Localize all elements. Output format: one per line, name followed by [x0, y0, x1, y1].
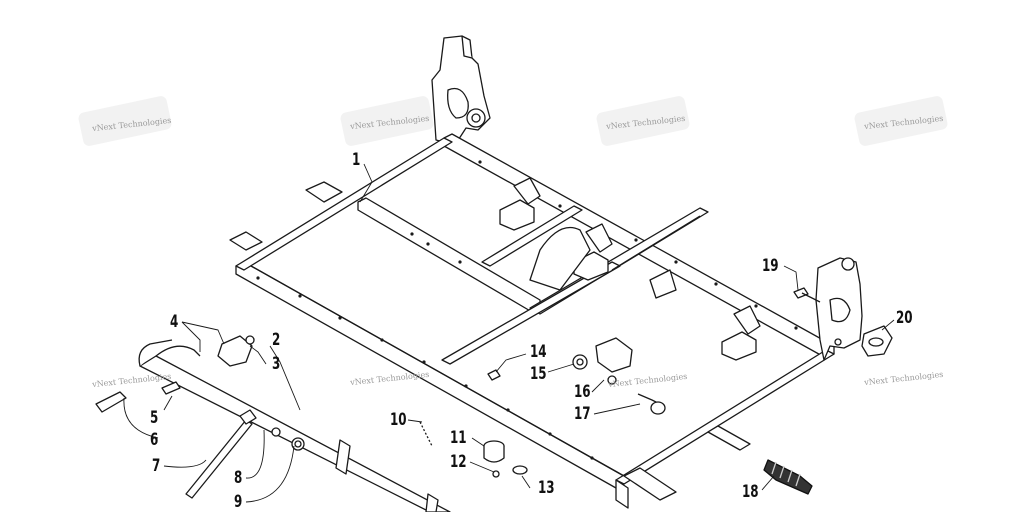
callout-17: 17: [574, 404, 591, 424]
part-10-spring: [419, 421, 433, 447]
part-2-rod: [138, 339, 451, 512]
callout-18: 18: [742, 482, 759, 502]
callout-9: 9: [234, 492, 243, 512]
part-14-15: [487, 354, 588, 381]
watermark-shadows: [78, 96, 948, 146]
main-frame: [229, 133, 835, 509]
callout-2: 2: [272, 330, 281, 350]
callout-10: 10: [390, 410, 407, 430]
part-17-bolt: [637, 393, 666, 415]
part-18-footpeg: [763, 459, 813, 495]
rear-upright-bracket: [431, 35, 491, 146]
part-11-12-13: [483, 440, 528, 478]
callout-15: 15: [530, 364, 547, 384]
callout-7: 7: [152, 456, 161, 476]
parts-3-6: [95, 335, 255, 413]
callout-16: 16: [574, 382, 591, 402]
part-7-strut: [185, 409, 257, 499]
callout-14: 14: [530, 342, 547, 362]
callout-5: 5: [150, 408, 159, 428]
callout-8: 8: [234, 468, 243, 488]
part-20-clip: [861, 325, 893, 357]
callout-6: 6: [150, 430, 159, 450]
part-19-bolt: [793, 287, 821, 303]
callout-12: 12: [450, 452, 467, 472]
parts-8-9: [271, 427, 305, 451]
leader-lines: [123, 163, 895, 503]
frame-holes: [256, 160, 798, 460]
lower-frame-pieces: [335, 439, 439, 512]
callout-19: 19: [762, 256, 779, 276]
front-upright-bracket: [815, 257, 863, 361]
callout-20: 20: [896, 308, 913, 328]
callout-4: 4: [170, 312, 179, 332]
rail-brackets: [499, 177, 761, 361]
callout-1: 1: [352, 150, 361, 170]
callout-11: 11: [450, 428, 467, 448]
callout-13: 13: [538, 478, 555, 498]
part-16-bracket: [595, 337, 633, 385]
callout-3: 3: [272, 354, 281, 374]
